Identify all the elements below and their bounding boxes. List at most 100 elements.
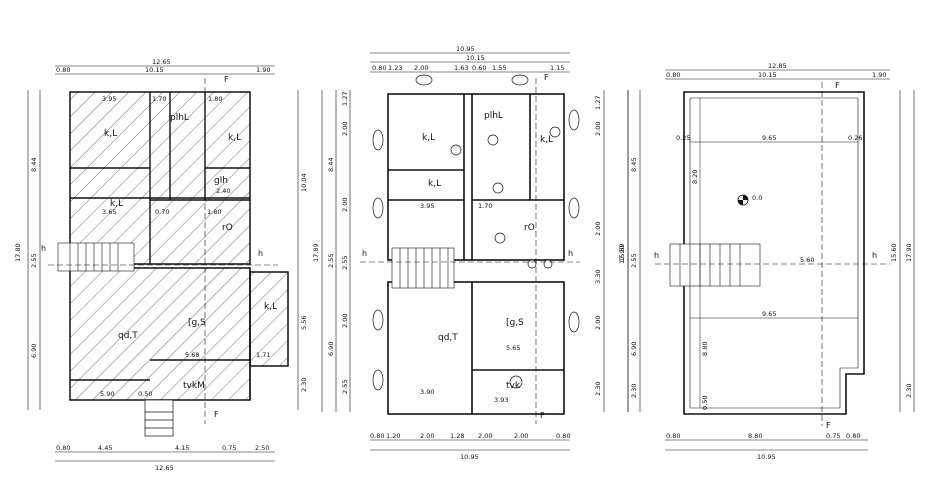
dim3-bottom-0: 0.80 [666,432,680,440]
dim2-bottom-3: 1.28 [450,432,464,440]
dim-int-10: 2.40 [216,187,230,195]
dim2-top-b2: 2.00 [414,64,428,72]
dim3-inner-3: 5.60 [800,256,814,264]
dim-right-total: 10.04 [300,173,308,192]
plan-ground-floor: 12.65 0.80 10.15 1.90 [14,58,308,472]
dim2-right-1: 2.00 [594,122,602,136]
dim3-left-1: 2.55 [630,254,638,268]
level-marker-fill-icon [738,195,748,205]
dim-top-1: 10.15 [145,66,164,74]
dim-low-5: 0.50 [138,390,152,398]
dim3-left-3: 2.30 [630,384,638,398]
dim-left-1: 2.55 [30,254,38,268]
dim3-inner-1: 9.65 [762,134,776,142]
marker3-f-top: F [835,81,840,90]
room-label-3: plhL [170,113,189,123]
dim-bottom-0: 0.80 [56,444,70,452]
dim-left-0: 8.44 [30,158,38,172]
marker-h-right: h [258,249,263,258]
dim2-left-total-1: 8.44 [327,158,335,172]
dim-int-5: 3.65 [102,208,116,216]
dim2-top-b4: 0.60 [472,64,486,72]
dim2-bottom-1: 1.20 [386,432,400,440]
dim3-right-2: 2.30 [905,384,913,398]
dim2-right-4: 2.00 [594,222,602,236]
dim-int-3: 1.80 [208,95,222,103]
room2-label-4: k,L [428,179,441,189]
dim2-bottom-total: 10.95 [460,453,479,461]
dim-bottom-4: 2.50 [255,444,269,452]
marker2-f-bottom: F [540,411,545,420]
dim-int-1: 1.70 [152,95,166,103]
dim2-top-b0: 0.80 [372,64,386,72]
level-value: 0.0 [752,194,762,202]
dim2-top-a: 10.15 [466,54,485,62]
dim3-top-1: 10.15 [758,71,777,79]
dim3-bottom-1: 8.80 [748,432,762,440]
dim2-bottom-0: 0.80 [370,432,384,440]
entry-steps [144,399,174,437]
dim2-left-1: 2.00 [341,122,349,136]
dim3-inner-0: 0.25 [676,134,690,142]
room2-label-7: [g,S [506,318,524,328]
dim-bottom-total: 12.65 [155,464,174,472]
room-label-5: glh [214,176,228,186]
room-label-9: k,L [264,302,277,312]
room-label-10: tvkM [183,381,205,391]
dim3-top-2: 1.90 [872,71,886,79]
roof-outline [683,91,865,415]
marker-f-top: F [224,75,229,84]
marker-f-bottom: F [214,410,219,419]
dim3-inner-2: 0.26 [848,134,862,142]
dim2-int-2: 5.65 [506,344,520,352]
dim3-right-1: 17.90 [905,243,913,262]
dim2-right-6: 3.30 [594,270,602,284]
marker3-f-bottom: F [826,421,831,430]
dim-left-2: 6.90 [30,344,38,358]
marker2-h-right: h [568,249,573,258]
dim3-bottom-2: 0.75 [826,432,840,440]
room-label-7: qd,T [118,331,138,341]
dim3-top-0: 0.80 [666,71,680,79]
dim2-int-1: 1.70 [478,202,492,210]
dim3-inner-4: 8.20 [691,170,699,184]
fixtures-2 [372,74,580,391]
dim2-int-6: 3.93 [494,396,508,404]
hatched-block-lower [69,267,251,401]
room-label-1: k,L [104,129,117,139]
dim3-top-total: 12.85 [768,62,787,70]
marker2-f-top: F [544,73,549,82]
marker3-h-right: h [872,251,877,260]
dim2-int-5: 3.90 [420,388,434,396]
room2-label-8: tvk [506,381,521,391]
dim-top-0: 0.80 [56,66,70,74]
dim3-inner-6: 0.50 [701,396,709,410]
marker3-h-left: h [654,251,659,260]
dim3-inner-5: 8.80 [701,342,709,356]
dim-top-total: 12.65 [152,58,171,66]
room2-label-5: rO [524,223,535,233]
dim3-bottom-total: 10.95 [757,453,776,461]
dim2-bottom-9: 0.80 [556,432,570,440]
dim2-left-13: 2.55 [341,380,349,394]
dim2-bottom-7: 2.00 [514,432,528,440]
dim2-right-total: 15.59 [618,243,626,262]
room-label-2: k,L [110,199,123,209]
dim3-right-0: 15.60 [890,243,898,262]
dim-int-8: 1.80 [207,208,221,216]
dim2-bottom-2: 2.00 [420,432,434,440]
plan-roof: 12.85 0.80 10.15 1.90 F F h h 0.0 0.25 9… [618,62,915,461]
dim2-bottom-5: 2.00 [478,432,492,440]
staircase-3 [669,243,761,287]
dim2-top-total: 10.95 [456,45,475,53]
dim3-left-total: 17.90 [618,245,626,264]
dim-low-0: 5.68 [185,351,199,359]
dim3-left-0: 8.45 [630,158,638,172]
staircase-2 [391,247,455,289]
room-label-8: [g,S [188,318,206,328]
dim-int-6: 0.70 [155,208,169,216]
dim3-left-2: 6.90 [630,342,638,356]
room-label-6: rO [222,223,233,233]
marker2-h-left: h [362,249,367,258]
